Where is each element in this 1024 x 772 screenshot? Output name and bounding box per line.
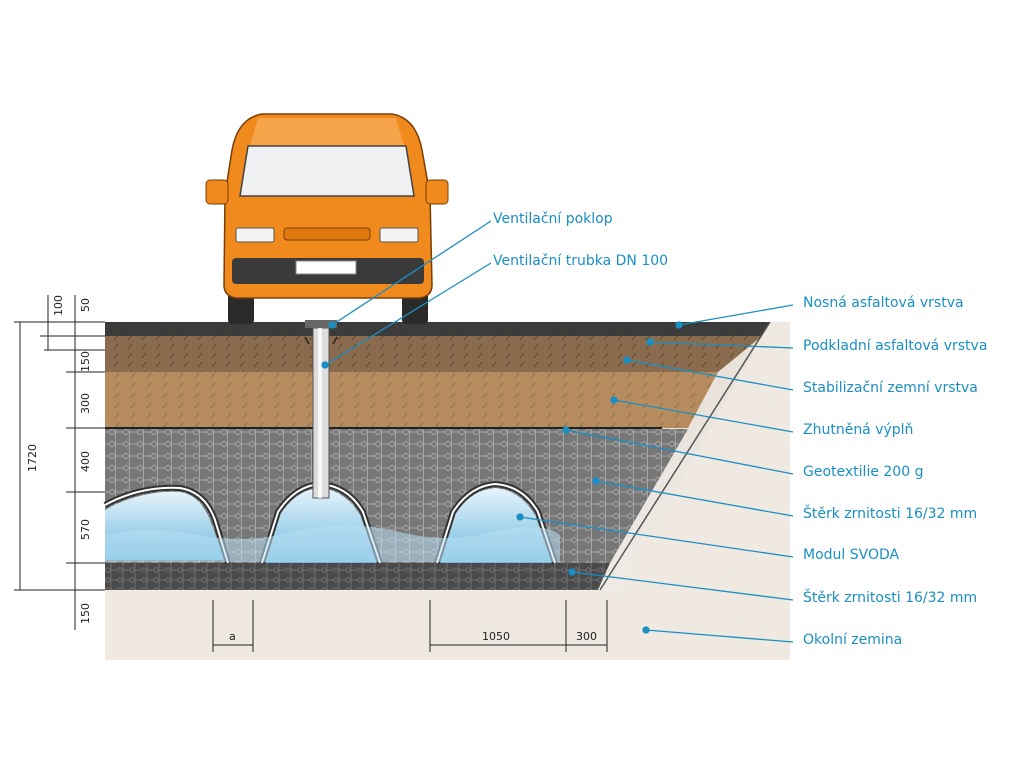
- asphalt-top-layer: [105, 322, 770, 336]
- dim-1720: 1720: [26, 444, 39, 472]
- label-vent-pipe: Ventilační trubka DN 100: [493, 253, 669, 269]
- label-asphalt-top: Nosná asfaltová vrstva: [803, 295, 964, 311]
- asphalt-base-layer: [105, 336, 762, 372]
- dim-570: 570: [79, 519, 92, 540]
- dim-300: 300: [79, 393, 92, 414]
- gravel-lower-layer: [105, 563, 610, 590]
- label-asphalt-base: Podkladní asfaltová vrstva: [803, 338, 988, 354]
- dim-50: 50: [79, 298, 92, 312]
- label-geotextile: Geotextilie 200 g: [803, 464, 924, 480]
- van-illustration: [205, 113, 449, 324]
- label-compacted-fill: Zhutněná výplň: [803, 422, 914, 438]
- label-gravel-upper: Štěrk zrnitosti 16/32 mm: [803, 506, 978, 522]
- label-module: Modul SVODA: [803, 547, 900, 563]
- dim-1050: 1050: [482, 630, 510, 643]
- label-gravel-lower: Štěrk zrnitosti 16/32 mm: [803, 590, 978, 606]
- label-soil-stab: Stabilizační zemní vrstva: [803, 380, 978, 396]
- horizontal-dimension-lines: [212, 600, 608, 652]
- vent-cover-marks: [304, 336, 338, 345]
- label-vent-cover: Ventilační poklop: [493, 211, 613, 227]
- dim-400: 400: [79, 451, 92, 472]
- module-svoda: [103, 480, 560, 564]
- label-surrounding-soil: Okolní zemina: [803, 632, 903, 648]
- dim-100: 100: [52, 295, 65, 316]
- stabilized-soil-layer: [105, 372, 718, 428]
- leader-lines: [321, 220, 794, 643]
- dim-a: a: [229, 630, 236, 643]
- excavation-slope: [599, 321, 771, 591]
- vent-pipe: [305, 320, 337, 499]
- dim-300-bottom: 300: [576, 630, 597, 643]
- dim-150-top: 150: [79, 351, 92, 372]
- vertical-dimension-lines: [14, 295, 105, 630]
- dim-150-bottom: 150: [79, 603, 92, 624]
